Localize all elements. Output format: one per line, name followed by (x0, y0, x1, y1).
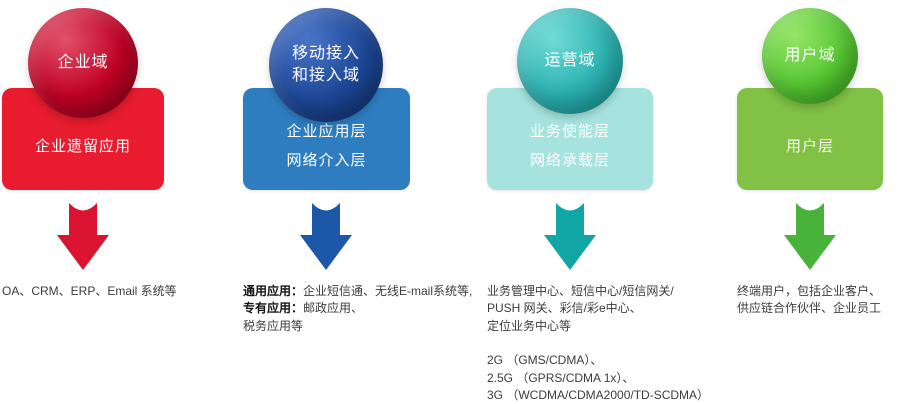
description-line: 2.5G （GPRS/CDMA 1x）、 (487, 370, 709, 387)
down-arrow-icon (544, 203, 596, 270)
description-text: OA、CRM、ERP、Email 系统等 (2, 284, 177, 298)
layer-label: 用户层 (785, 137, 834, 155)
column-operation-domain: 业务使能层 网络承载层 运营域 业务管理中心、短信中心/短信网关/ PUSH 网… (487, 0, 732, 404)
domain-label: 和接入域 (291, 67, 360, 84)
description-line: OA、CRM、ERP、Email 系统等 (2, 283, 177, 300)
description-label: 通用应用： (243, 284, 304, 298)
domain-label: 企业域 (57, 54, 109, 72)
description-text: 税务应用等 (243, 318, 304, 333)
description-text: 定位业务中心等 (487, 318, 572, 333)
description-line: 定位业务中心等 (487, 318, 709, 335)
description-text: 终端用户，包括企业客户、 (737, 284, 882, 298)
domain-label: 运营域 (544, 52, 596, 70)
description-line: PUSH 网关、彩信/彩e中心、 (487, 300, 709, 317)
domain-sphere: 用户域 (762, 8, 858, 104)
domain-label: 用户域 (784, 47, 836, 65)
column-mobile-access-domain: 企业应用层 网络介入层 移动接入 和接入域 通用应用：企业短信通、无线E-mai… (243, 0, 478, 404)
column-user-domain: 用户层 用户域 终端用户，包括企业客户、 供应链合作伙伴、企业员工 (737, 0, 897, 404)
layer-label: 企业遗留应用 (34, 137, 131, 155)
layer-label: 业务使能层 (529, 123, 610, 140)
description-text: 3G （WCDMA/CDMA2000/TD-SCDMA） (487, 387, 710, 402)
down-arrow-icon (300, 203, 352, 270)
description-line: 税务应用等 (243, 318, 472, 335)
column-enterprise-domain: 企业遗留应用 企业域 OA、CRM、ERP、Email 系统等 (2, 0, 232, 404)
down-arrow-icon (57, 203, 109, 270)
description-line (487, 335, 709, 352)
domain-sphere: 移动接入 和接入域 (269, 8, 383, 122)
description-text: 2.5G （GPRS/CDMA 1x）、 (487, 370, 635, 385)
description-text: 邮政应用、 (303, 301, 364, 316)
description: 通用应用：企业短信通、无线E-mail系统等, 专有应用：邮政应用、 税务应用等 (243, 283, 472, 335)
layer-label: 网络承载层 (529, 152, 610, 169)
layer-label: 网络介入层 (286, 152, 367, 169)
description-text: 企业短信通、无线E-mail系统等, (303, 284, 473, 298)
down-arrow-icon (784, 203, 836, 270)
description: 终端用户，包括企业客户、 供应链合作伙伴、企业员工 (737, 283, 881, 318)
description: 业务管理中心、短信中心/短信网关/ PUSH 网关、彩信/彩e中心、 定位业务中… (487, 283, 709, 404)
domain-sphere: 企业域 (28, 8, 138, 118)
description-line: 供应链合作伙伴、企业员工 (737, 300, 881, 317)
description-line: 通用应用：企业短信通、无线E-mail系统等, (243, 283, 472, 300)
description-line: 专有应用：邮政应用、 (243, 300, 472, 317)
domain-label: 移动接入 (291, 45, 360, 63)
domain-sphere: 运营域 (517, 8, 623, 114)
description-text: 业务管理中心、短信中心/短信网关/ (487, 284, 674, 298)
layer-box: 用户层 (737, 88, 883, 190)
description-label: 专有应用： (243, 301, 304, 316)
description-text: 供应链合作伙伴、企业员工 (737, 301, 882, 316)
layer-label: 企业应用层 (286, 123, 367, 140)
description-line: 业务管理中心、短信中心/短信网关/ (487, 283, 709, 300)
description: OA、CRM、ERP、Email 系统等 (2, 283, 177, 300)
description-line: 终端用户，包括企业客户、 (737, 283, 881, 300)
description-line: 2G （GMS/CDMA）、 (487, 352, 709, 369)
description-text: PUSH 网关、彩信/彩e中心、 (487, 301, 642, 316)
description-text: 2G （GMS/CDMA）、 (487, 353, 603, 368)
description-line: 3G （WCDMA/CDMA2000/TD-SCDMA） (487, 387, 709, 404)
